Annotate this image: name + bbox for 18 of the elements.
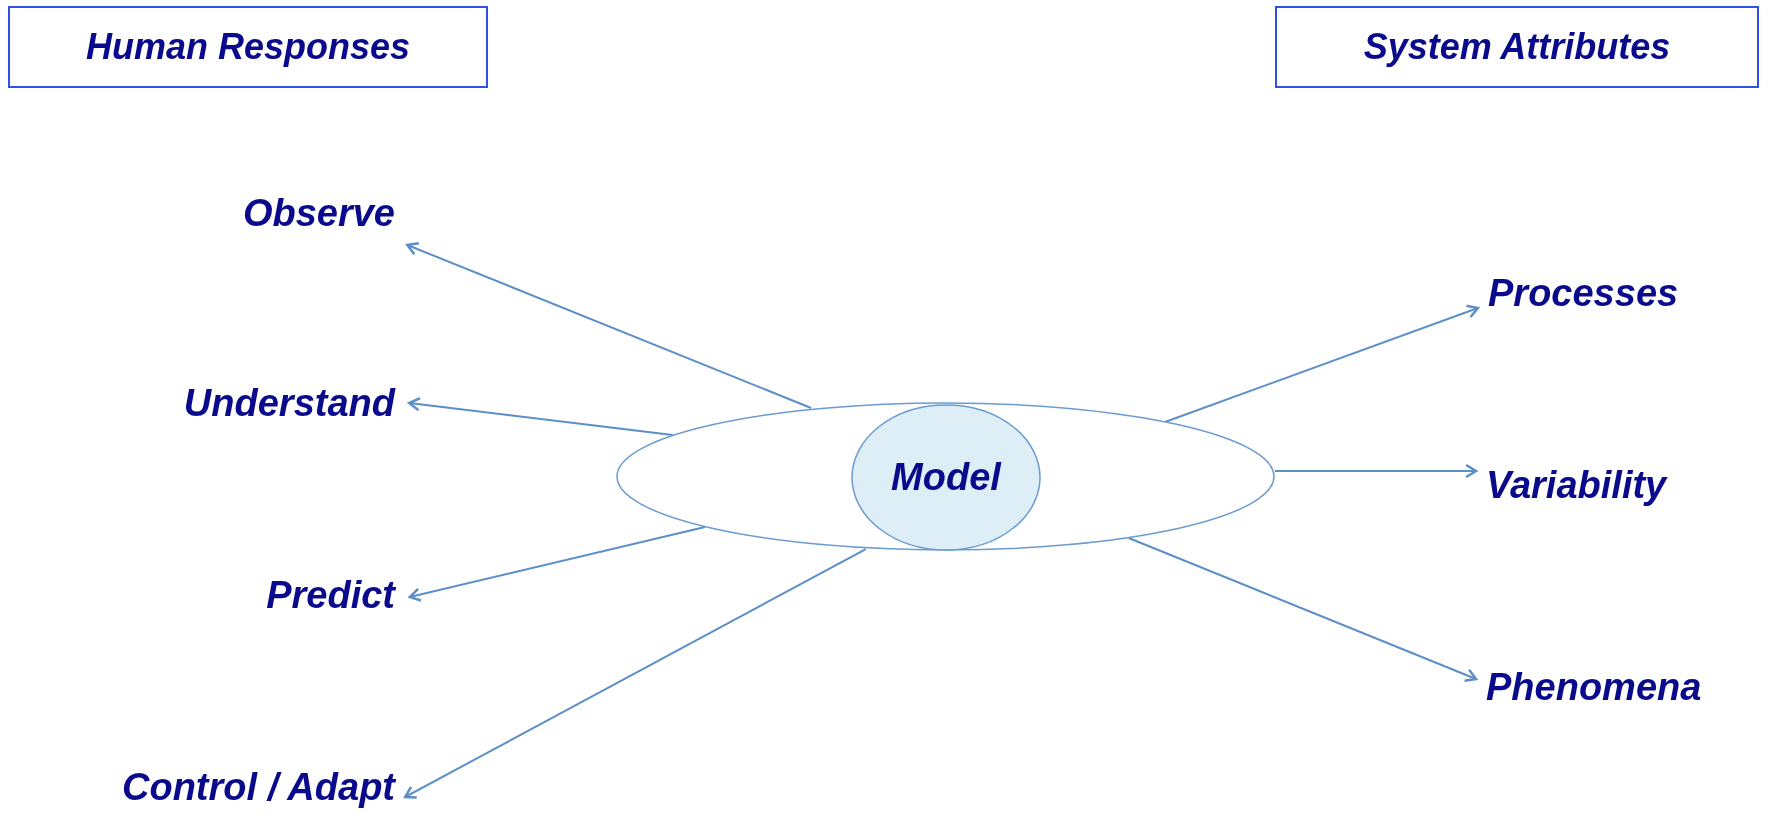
- attribute-label: Variability: [1486, 460, 1746, 510]
- attribute-label: Processes: [1488, 268, 1728, 318]
- response-label: Observe: [190, 188, 395, 238]
- arrow: [1163, 304, 1480, 423]
- arrow: [403, 548, 867, 799]
- heading-box: Human Responses: [8, 6, 488, 88]
- arrow: [406, 241, 813, 409]
- response-label: Understand: [110, 378, 395, 428]
- response-label: Predict: [210, 570, 395, 620]
- arrow: [1274, 463, 1478, 479]
- arrow: [408, 397, 674, 436]
- arrow: [408, 526, 706, 602]
- heading-box: System Attributes: [1275, 6, 1759, 88]
- model-circle: Model: [851, 404, 1041, 551]
- attribute-label: Phenomena: [1486, 662, 1770, 712]
- arrow: [1127, 537, 1478, 683]
- response-label: Control / Adapt: [5, 762, 395, 812]
- model-ellipse: [616, 402, 1275, 551]
